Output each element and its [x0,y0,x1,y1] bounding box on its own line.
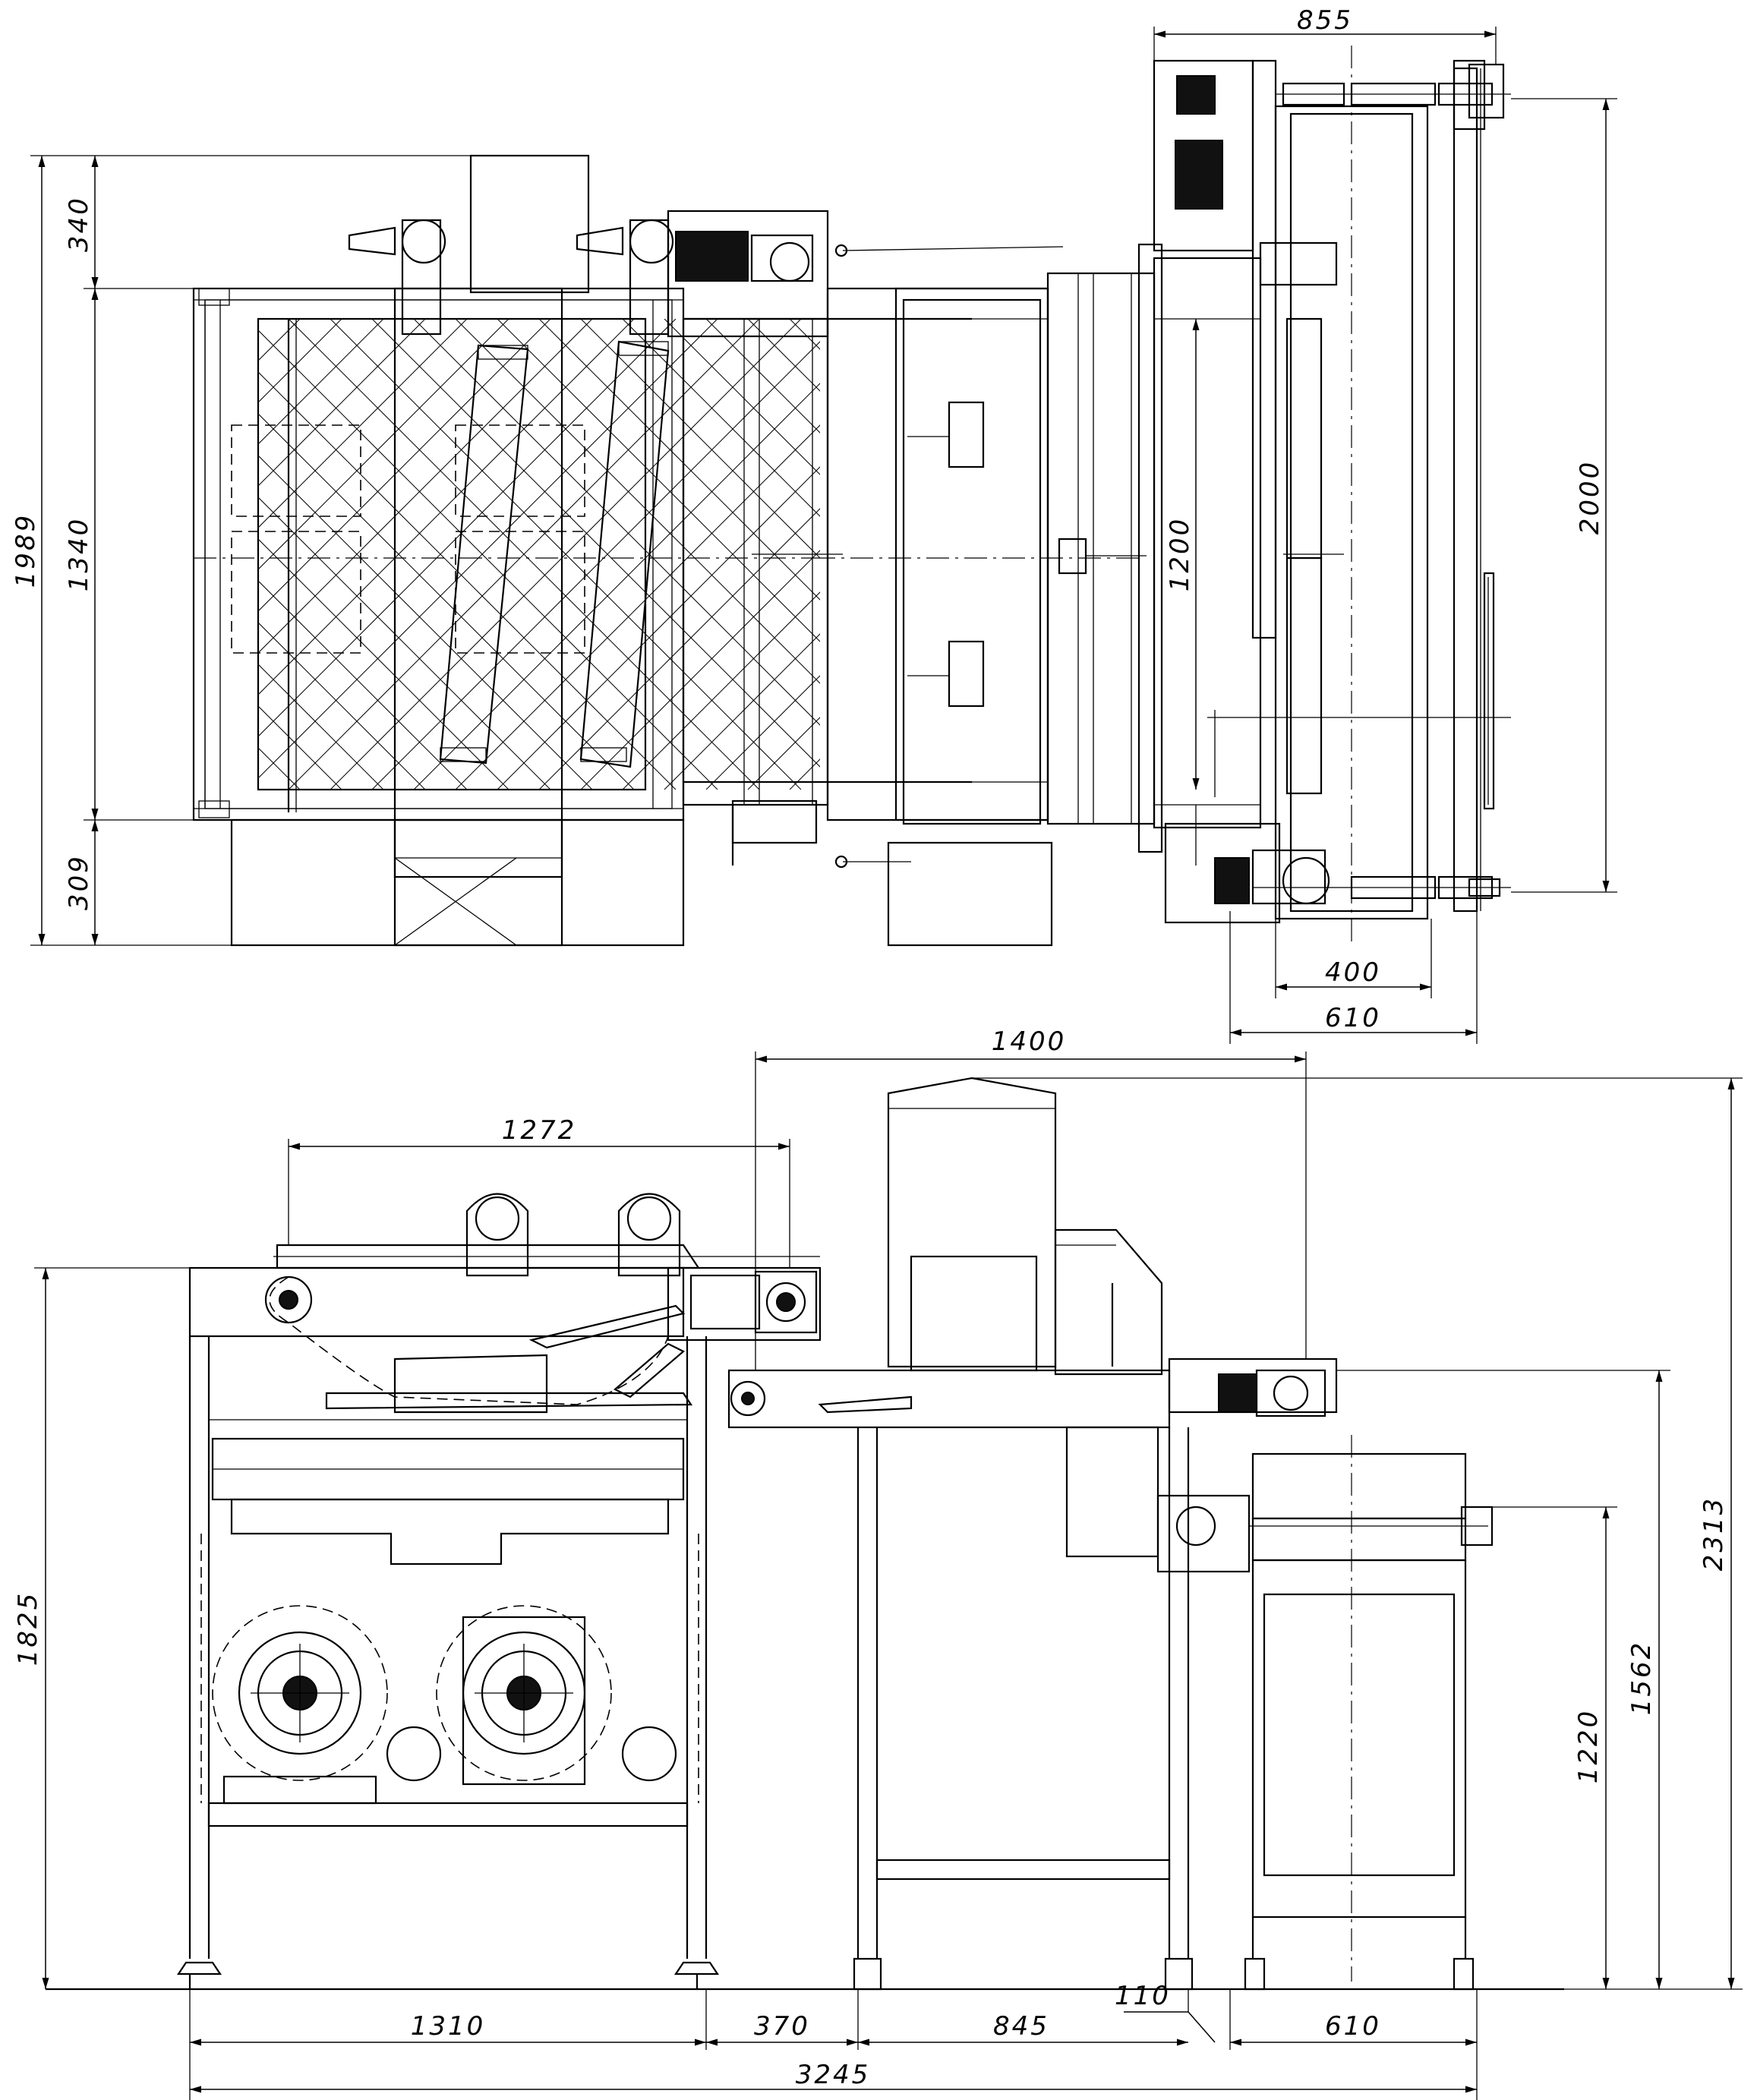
dim-1200: 1200 [1165,517,1195,592]
dim-110: 110 [1115,1981,1171,2011]
side-dimensions: 1400 1272 1825 2313 1562 1220 [13,1026,1743,2100]
side-infeed-drums [212,1605,677,1805]
dim-855: 855 [1297,5,1353,36]
plan-frame-3 [1046,243,1262,866]
dim-1310: 1310 [411,2011,486,2042]
side-detector [887,1077,1163,1558]
dim-610-plan: 610 [1325,1003,1381,1033]
plan-outfeed-unit [1153,46,1511,941]
dim-1220: 1220 [1573,1709,1604,1784]
dim-1989: 1989 [11,513,41,588]
side-outfeed-stand [1156,1357,1494,1991]
dim-400: 400 [1325,957,1381,988]
dim-1272: 1272 [502,1115,577,1146]
side-view: 1400 1272 1825 2313 1562 1220 [13,1026,1743,2100]
dim-1340: 1340 [64,517,94,592]
plan-mesh-guard [258,319,820,790]
dim-309: 309 [64,854,94,910]
side-infeed-hoppers [465,1193,681,1277]
dim-845: 845 [993,2011,1049,2042]
plan-transfer-conveyor [682,244,1064,947]
plan-hidden-rollers [194,424,1139,654]
dim-370: 370 [754,2011,810,2042]
dim-1400: 1400 [992,1026,1067,1057]
plan-infeed-frame [192,154,685,947]
plan-dimensions: 855 1989 340 1340 309 1200 2000 [11,5,1617,1044]
dim-610-side: 610 [1325,2011,1381,2042]
plan-scraper-bars [439,340,670,768]
dim-1562: 1562 [1626,1641,1657,1716]
side-infeed-conveyor [264,1244,820,1414]
dim-2313: 2313 [1699,1496,1729,1572]
dim-3245: 3245 [796,2060,871,2090]
dim-1825: 1825 [13,1591,43,1666]
plan-top-handles [348,210,829,338]
dim-2000: 2000 [1575,460,1605,535]
side-transfer-conveyor [727,1369,1194,1991]
side-infeed-machine [176,1266,720,1989]
side-infeed-motor [667,1266,822,1342]
plan-view: 855 1989 340 1340 309 1200 2000 [11,5,1617,1044]
dim-340: 340 [64,196,94,252]
